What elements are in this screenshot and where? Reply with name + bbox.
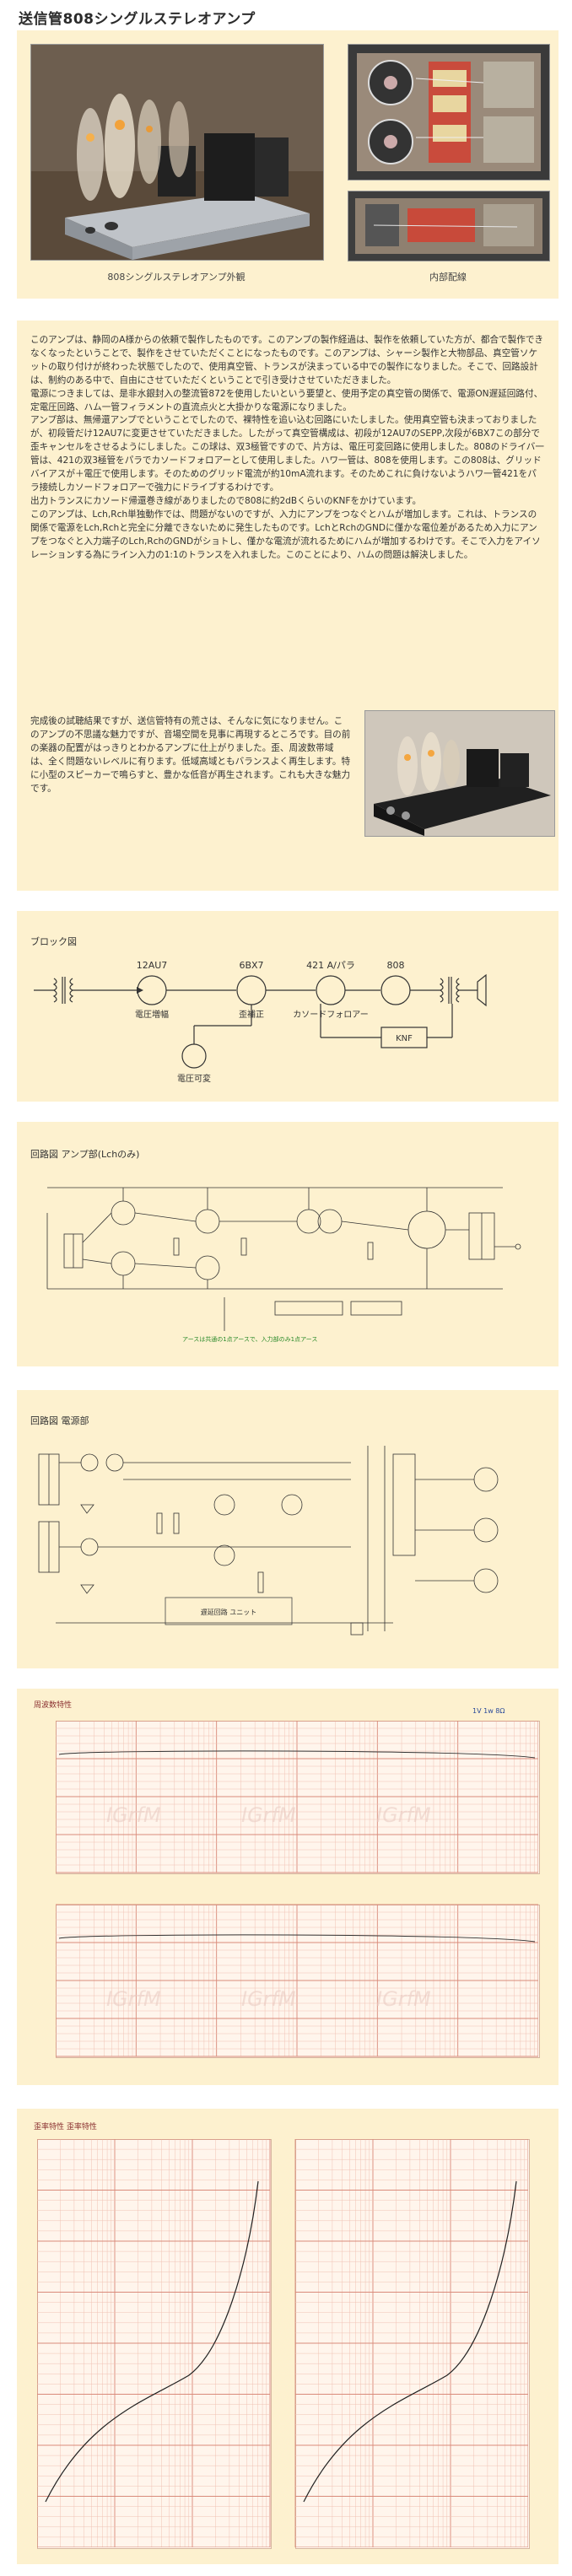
article-body: このアンプは、静岡のA様からの依頼で製作したものです。このアンプの製作経過は、製…: [30, 334, 545, 562]
page-title: 送信管808シングルステレオアンプ: [19, 11, 256, 28]
exterior-caption: 808シングルステレオアンプ外観: [107, 272, 246, 283]
watermark: IGrfM: [241, 1803, 296, 1827]
amp-schematic-heading: 回路図 アンプ部(Lchのみ): [30, 1149, 140, 1160]
amp-schematic-note: アースは共通の1点アースで、入力部のみ1点アース: [182, 1335, 317, 1343]
article-paragraph: このアンプは、Lch,Rch単独動作では、問題がないのですが、入力にアンプをつな…: [30, 509, 541, 560]
distortion-curve: [303, 2180, 517, 2503]
distortion-heading: 歪率特性 歪率特性: [34, 2123, 97, 2131]
exterior-photo: [30, 44, 324, 261]
wiring-photo-top: [348, 44, 550, 181]
distortion-graph-left: [37, 2139, 272, 2549]
stage2-function-label: 歪補正: [239, 1009, 264, 1020]
watermark: IGrfM: [241, 1987, 296, 2011]
response-curve: [58, 1750, 536, 1759]
delay-unit-label: 遅延回路 ユニット: [201, 1608, 257, 1616]
distortion-curve: [45, 2180, 259, 2503]
watermark: IGrfM: [106, 1803, 161, 1827]
article-closing: 完成後の試聴結果ですが、送信管特有の荒さは、そんなに気になりません。このアンプの…: [30, 716, 351, 794]
article-paragraph: アンプ部は、無帰還アンプでということでしたので、裸特性を追い込む回路にいたしまし…: [30, 415, 544, 493]
stage3-function-label: カソードフォロアー: [293, 1010, 368, 1020]
stage4-tube-label: 808: [387, 960, 405, 971]
stage1-tube-label: 12AU7: [137, 960, 168, 971]
distortion-graph-right: [295, 2139, 530, 2549]
article-paragraph: 出力トランスにカソード帰還巻き線がありましたので808に約2dBくらいのKNFを…: [30, 495, 422, 506]
watermark: IGrfM: [376, 1803, 431, 1827]
amp-rear-photo: [364, 710, 555, 837]
psu-schematic: 遅延回路 ユニット: [30, 1429, 540, 1650]
distortion-grid: [37, 2139, 528, 2547]
freq-response-tag: 1V 1w 8Ω: [472, 1707, 505, 1715]
psu-schematic-panel: [17, 1390, 559, 1668]
block-diagram-panel: [17, 911, 559, 1102]
voltage-adjust-label: 電圧可変: [177, 1073, 211, 1084]
block-diagram: 12AU7 電圧増幅 6BX7 歪補正 421 A/パラ カソードフォロアー 8…: [30, 950, 540, 1086]
amp-schematic: アースは共通の1点アースで、入力部のみ1点アース: [30, 1162, 540, 1350]
photo-panel: 808シングルステレオアンプ外観 内部: [17, 30, 559, 299]
article-paragraph: 電源につきましては、是非水銀封入の整流管872を使用したいという要望と、使用予定…: [30, 388, 543, 412]
watermark: IGrfM: [376, 1987, 431, 2011]
article-paragraph: このアンプは、静岡のA様からの依頼で製作したものです。このアンプの製作経過は、製…: [30, 335, 544, 385]
stage1-function-label: 電圧増幅: [135, 1009, 169, 1020]
amp-schematic-panel: [17, 1122, 559, 1366]
stage3-tube-label: 421 A/パラ: [306, 960, 355, 971]
stage2-tube-label: 6BX7: [239, 960, 263, 971]
watermark: IGrfM: [106, 1987, 161, 2011]
freq-response-heading: 周波数特性: [34, 1701, 73, 1710]
knf-label: KNF: [396, 1034, 413, 1043]
response-curve: [58, 1934, 536, 1943]
block-diagram-heading: ブロック図: [30, 936, 77, 947]
freq-grid: IGrfM IGrfM IGrfM IGrfM IGrfM IGrfM: [56, 1721, 538, 2057]
wiring-photo-bottom: [348, 191, 550, 261]
psu-schematic-heading: 回路図 電源部: [30, 1415, 89, 1426]
wiring-caption: 内部配線: [429, 272, 467, 283]
